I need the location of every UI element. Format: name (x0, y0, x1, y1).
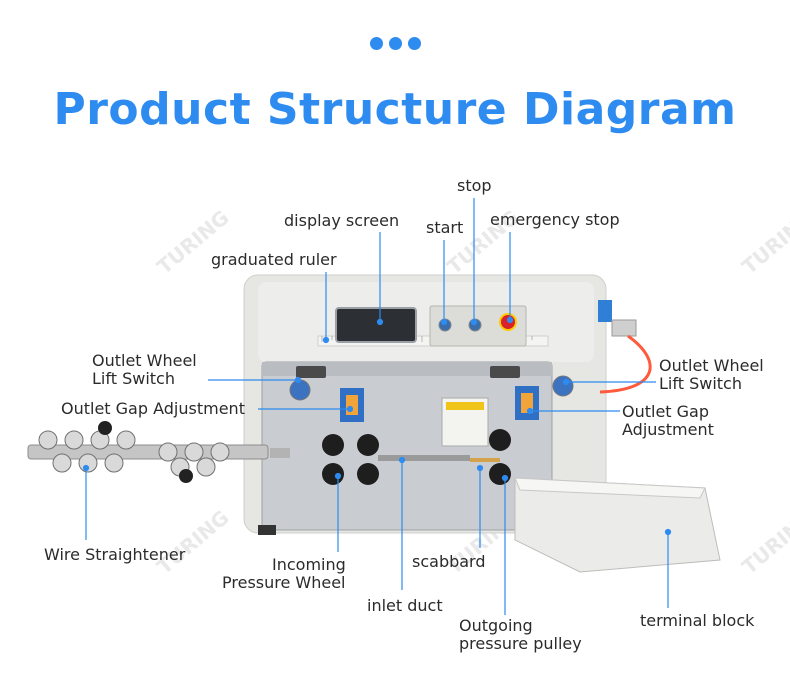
label-outlet-wheel-lift-left-line2: Lift Switch (92, 369, 175, 388)
label-scabbard: scabbard (412, 552, 486, 571)
label-stop: stop (457, 176, 492, 195)
label-inlet-duct: inlet duct (367, 596, 443, 615)
label-outlet-gap-adjustment-left: Outlet Gap Adjustment (61, 399, 245, 418)
label-outlet-wheel-lift-right-line2: Lift Switch (659, 374, 742, 393)
label-display-screen: display screen (284, 211, 400, 230)
label-outlet-wheel-lift-left-line1: Outlet Wheel (92, 351, 197, 370)
label-start: start (426, 218, 464, 237)
label-incoming-pressure-line2: Pressure Wheel (222, 573, 346, 592)
label-outlet-gap-right-line2: Adjustment (622, 420, 714, 439)
header-dots-icon (370, 37, 422, 51)
label-outgoing-pulley-line1: Outgoing (459, 616, 533, 635)
label-wire-straightener: Wire Straightener (44, 545, 186, 564)
label-outlet-wheel-lift-right-line1: Outlet Wheel (659, 356, 764, 375)
page-title: Product Structure Diagram (53, 84, 737, 135)
label-emergency-stop: emergency stop (490, 210, 620, 229)
label-outlet-gap-right-line1: Outlet Gap (622, 402, 710, 421)
label-incoming-pressure-line1: Incoming (272, 555, 346, 574)
label-graduated-ruler: graduated ruler (211, 250, 337, 269)
label-terminal-block: terminal block (640, 611, 755, 630)
label-outgoing-pulley-line2: pressure pulley (459, 634, 582, 653)
